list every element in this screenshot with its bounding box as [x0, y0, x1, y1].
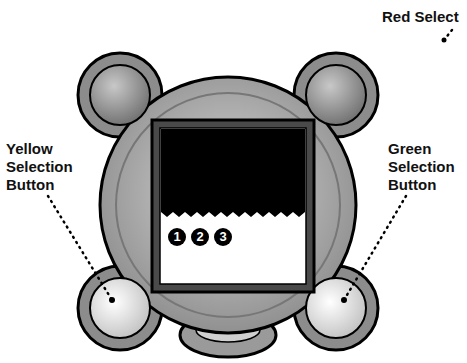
screen-dark-area [161, 129, 305, 217]
yellow-selection-button [90, 278, 150, 338]
part-label: Yellow Selection Button [6, 140, 73, 194]
screen [160, 128, 306, 284]
part-label: Red Select [382, 8, 459, 26]
callout-number: 1 [168, 228, 186, 246]
leader-line [48, 196, 112, 300]
part-label: Green Selection Button [388, 140, 455, 194]
screen-bezel [152, 120, 314, 292]
red-select-button [90, 65, 150, 125]
leader-line [344, 196, 406, 300]
red-select-button [306, 65, 366, 125]
callout-number: 2 [191, 228, 209, 246]
callout-number: 3 [214, 228, 232, 246]
